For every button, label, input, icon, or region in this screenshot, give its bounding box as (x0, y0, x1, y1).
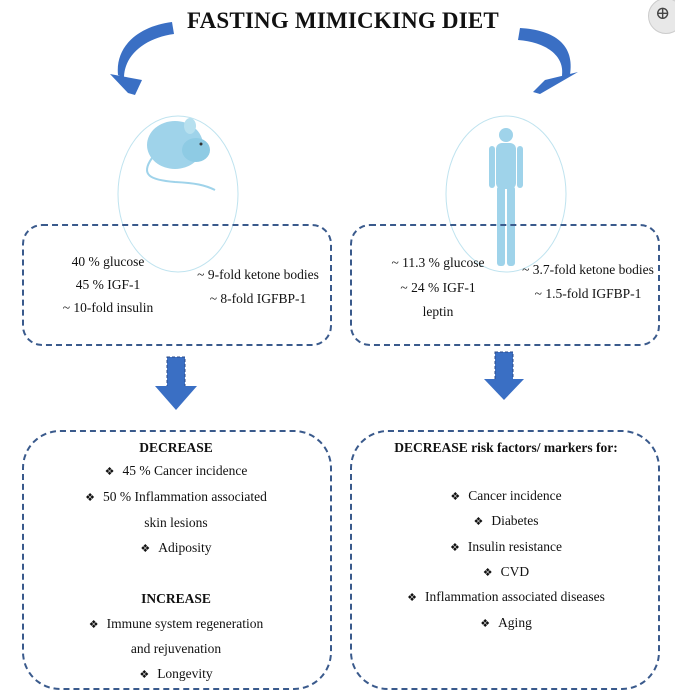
outcome-item: ❖Longevity (139, 666, 213, 681)
outcome-item: ❖Aging (480, 615, 532, 630)
mouse-markers-box (22, 224, 332, 346)
marker: 45 % IGF-1 (75, 277, 141, 292)
marker: ~ 1.5-fold IGFBP-1 (534, 286, 642, 301)
outcome-item: ❖Insulin resistance (450, 539, 562, 554)
marker: leptin (422, 304, 454, 319)
curved-arrow-icon (533, 72, 578, 94)
human-outcomes-heading: DECREASE risk factors/ markers for: (394, 440, 618, 455)
curved-arrow-icon (518, 28, 571, 76)
human-markers-box (350, 224, 660, 346)
zoom-in-icon: ⊕ (655, 3, 671, 23)
page-title: FASTING MIMICKING DIET (187, 8, 499, 33)
decrease-heading: DECREASE (139, 440, 213, 455)
outcome-item: ❖50 % Inflammation associated (85, 489, 267, 504)
curved-arrow-icon (110, 74, 142, 95)
down-arrow-icon (155, 356, 197, 410)
human-icon (489, 128, 523, 266)
outcome-item: ❖Adiposity (140, 540, 212, 555)
marker: 40 % glucose (71, 254, 145, 269)
mouse-circle (117, 115, 239, 273)
outcome-item: ❖Immune system regeneration (88, 616, 264, 631)
human-circle (445, 115, 567, 273)
outcome-item: ❖Inflammation associated diseases (407, 589, 605, 604)
marker: ~ 24 % IGF-1 (400, 280, 476, 295)
marker: ~ 8-fold IGFBP-1 (209, 291, 307, 306)
outcome-item: and rejuvenation (130, 641, 222, 656)
mouse-outcomes-box (22, 430, 332, 690)
marker: ~ 10-fold insulin (62, 300, 154, 315)
down-arrow-icon (484, 351, 524, 400)
zoom-in-button[interactable]: ⊕ (648, 0, 675, 34)
marker: ~ 9-fold ketone bodies (197, 267, 319, 282)
mouse-icon (146, 118, 216, 191)
outcome-item: skin lesions (144, 515, 208, 530)
outcome-item: ❖45 % Cancer incidence (104, 463, 248, 478)
curved-arrow-icon (117, 22, 174, 78)
outcome-item: ❖CVD (482, 564, 530, 579)
increase-heading: INCREASE (141, 591, 211, 606)
outcome-item: ❖Cancer incidence (450, 488, 562, 503)
marker: ~ 3.7-fold ketone bodies (522, 262, 654, 277)
human-outcomes-box (350, 430, 660, 690)
marker: ~ 11.3 % glucose (391, 255, 485, 270)
outcome-item: ❖Diabetes (473, 513, 539, 528)
